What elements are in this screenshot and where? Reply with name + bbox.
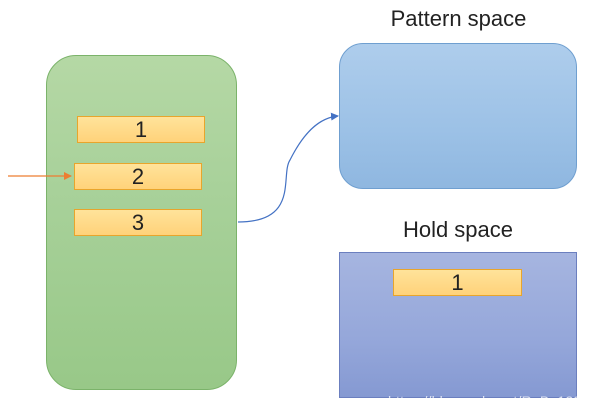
hold-item-1: 1 [393, 269, 522, 296]
line-item-3: 3 [74, 209, 202, 236]
line-item-2: 2 [74, 163, 202, 190]
pattern-space-title: Pattern space [390, 6, 527, 31]
watermark-text: https://blog.csdn.net/RaBo123 [388, 393, 582, 409]
hold-space-title: Hold space [402, 217, 514, 242]
line-item-1: 1 [77, 116, 205, 143]
transfer-arrow [237, 112, 339, 223]
pattern-space-box [339, 43, 577, 189]
